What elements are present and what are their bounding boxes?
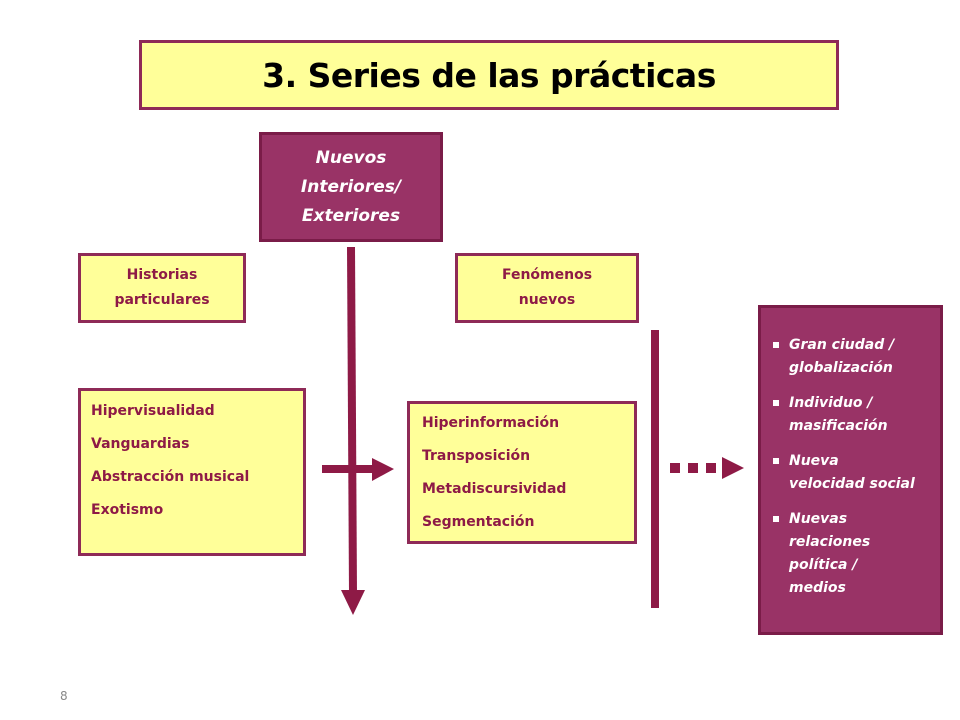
list-left-box: Hipervisualidad Vanguardias Abstracción … [78, 388, 306, 556]
list-right-box: Gran ciudad / globalización Individuo / … [758, 305, 943, 635]
category-mid-box: Fenómenos nuevos [455, 253, 639, 323]
category-left-line-1: Historias [126, 267, 198, 283]
list-mid: Hiperinformación Transposición Metadiscu… [422, 413, 634, 532]
square-bullet-icon [773, 400, 779, 406]
slide-title: 3. Series de las prácticas [262, 55, 716, 95]
list-right-item-line: Nueva [789, 453, 839, 469]
category-mid-label: Fenómenos nuevos [502, 263, 592, 313]
category-mid-line-2: nuevos [518, 292, 576, 308]
list-right: Gran ciudad / globalización Individuo / … [773, 334, 934, 600]
list-mid-item: Transposición [422, 448, 531, 464]
category-left-label: Historias particulares [114, 263, 209, 313]
down-arrowhead-icon [341, 590, 365, 615]
page-number: 8 [60, 689, 68, 703]
category-left-box: Historias particulares [78, 253, 246, 323]
right-arrowhead-icon [372, 458, 394, 481]
list-mid-item: Hiperinformación [422, 415, 560, 431]
list-right-item-line: globalización [789, 360, 893, 376]
list-right-item-line: relaciones [789, 534, 871, 550]
top-node-line-2: Interiores/ [300, 176, 402, 197]
list-right-item-line: masificación [789, 418, 888, 434]
list-right-item-line: medios [789, 580, 846, 596]
square-bullet-icon [773, 458, 779, 464]
vertical-arrow-shaft [347, 246, 357, 595]
list-right-item-line: política / [789, 557, 858, 573]
list-left-item: Exotismo [91, 502, 164, 518]
square-bullet-icon [773, 516, 779, 522]
top-node-line-1: Nuevos [315, 147, 387, 168]
category-mid-line-1: Fenómenos [501, 267, 593, 283]
list-right-item: Nuevas relaciones política / medios [773, 508, 934, 600]
list-left-item: Vanguardias [91, 436, 190, 452]
dotted-arrowhead-icon [722, 457, 744, 479]
list-right-item: Nueva velocidad social [773, 450, 934, 496]
list-mid-box: Hiperinformación Transposición Metadiscu… [407, 401, 637, 544]
title-box: 3. Series de las prácticas [139, 40, 839, 110]
list-mid-item: Metadiscursividad [422, 481, 567, 497]
list-left-item: Abstracción musical [91, 469, 250, 485]
dot-segment [706, 463, 716, 473]
list-left: Hipervisualidad Vanguardias Abstracción … [91, 401, 303, 520]
list-right-item-line: velocidad social [789, 476, 915, 492]
category-left-line-2: particulares [114, 292, 210, 308]
list-right-item-line: Nuevas [789, 511, 848, 527]
list-right-item: Gran ciudad / globalización [773, 334, 934, 380]
list-right-item: Individuo / masificación [773, 392, 934, 438]
top-node-box: Nuevos Interiores/ Exteriores [259, 132, 443, 242]
dot-segment [670, 463, 680, 473]
list-left-item: Hipervisualidad [91, 403, 215, 419]
dot-segment [688, 463, 698, 473]
top-node-label: Nuevos Interiores/ Exteriores [301, 144, 401, 231]
top-node-line-3: Exteriores [301, 205, 401, 226]
list-mid-item: Segmentación [422, 514, 535, 530]
square-bullet-icon [773, 342, 779, 348]
list-right-item-line: Gran ciudad / [789, 337, 895, 353]
list-right-item-line: Individuo / [789, 395, 873, 411]
